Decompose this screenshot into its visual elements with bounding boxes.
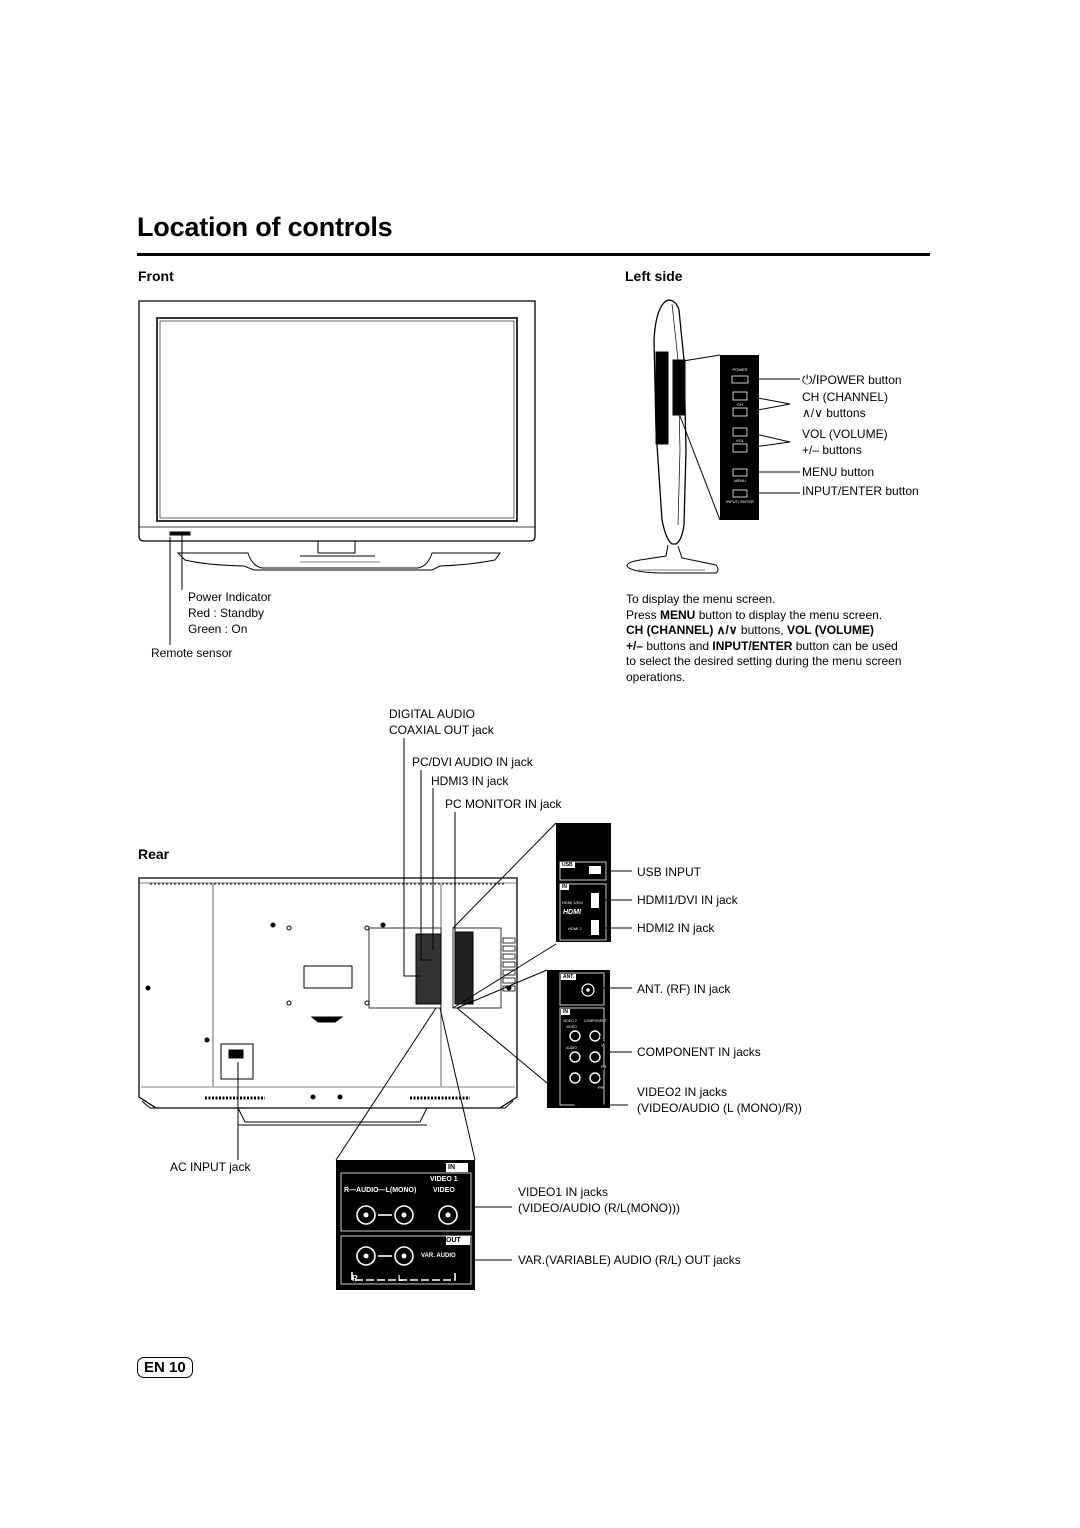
video1-panel-label: VIDEO 1 [430,1176,458,1183]
digital-audio-label-1: DIGITAL AUDIO [389,707,476,721]
instr-line-1: To display the menu screen. [626,592,776,606]
r-panel-label: R [352,1274,358,1283]
hdmi1-label: HDMI1/DVI IN jack [637,893,738,907]
instr-line-4: +/– buttons and INPUT/ENTER button can b… [626,638,898,653]
video-small-label: VIDEO [566,1025,577,1029]
panel-vol-text: VOL [735,438,744,443]
hdmi2-label: HDMI2 IN jack [637,921,715,935]
remote-sensor-label: Remote sensor [151,646,233,660]
out-panel-label: OUT [446,1237,461,1244]
menu-instructions: To display the menu screen. Press MENU b… [626,592,936,685]
ch-channel-label: CH (CHANNEL) [802,390,889,404]
instr-line-6: operations. [626,669,686,684]
page-title: Location of controls [137,212,393,242]
vol-buttons-label: +/– buttons [802,443,862,457]
usb-input-label: USB INPUT [637,865,702,879]
front-tv-illustration [138,300,536,645]
power-symbol-icon: ⏻/I [802,372,820,387]
menu-button-label: MENU button [802,465,875,479]
usb-panel-label: USB [560,862,575,868]
hdmi1-dvi-panel-label: HDMI 1/DVI [562,900,584,905]
video1-label-2: (VIDEO/AUDIO (R/L(MONO))) [518,1201,680,1215]
pc-dvi-audio-label: PC/DVI AUDIO IN jack [412,755,533,769]
ant-label: ANT. (RF) IN jack [637,982,731,996]
instr-line-2: Press MENU button to display the menu sc… [626,607,883,622]
component-panel-label: COMPONENT [584,1019,607,1023]
instr-line-5: to select the desired setting during the… [626,654,902,668]
pb-label: PB [601,1064,607,1069]
in3-panel-label: IN [448,1164,455,1171]
pr-label: PR [598,1085,604,1090]
power-indicator-label: Power Indicator [188,590,272,604]
y-label: Y [601,1043,604,1048]
video1-label-1: VIDEO1 IN jacks [518,1185,609,1199]
component-label: COMPONENT IN jacks [637,1045,761,1059]
power-button-text: POWER button [819,373,902,387]
ch-buttons-label: ∧/∨ buttons [802,406,866,420]
title-rule [137,253,930,256]
front-heading: Front [138,268,174,284]
panel-ch-text: CH [737,402,743,407]
red-standby-label: Red : Standby [188,606,265,620]
left-side-illustration [626,299,800,574]
green-on-label: Green : On [188,622,248,636]
var-audio-panel-label: VAR. AUDIO [421,1253,456,1259]
panel-power-text: POWER [732,367,748,372]
l-panel-label: L [398,1274,403,1283]
left-side-heading: Left side [625,268,683,284]
video2-panel-label: VIDEO 2 [563,1019,577,1023]
video2-label-1: VIDEO2 IN jacks [637,1085,728,1099]
ac-input-label: AC INPUT jack [170,1160,251,1174]
video1-var-audio-panel [336,1160,512,1290]
var-audio-label: VAR.(VARIABLE) AUDIO (R/L) OUT jacks [518,1253,741,1267]
in-panel-label: IN [560,884,569,890]
pc-monitor-label: PC MONITOR IN jack [445,797,562,811]
digital-audio-label-2: COAXIAL OUT jack [389,723,494,737]
video-row-panel-label: VIDEO [433,1187,455,1194]
page-number-badge: EN 10 [137,1357,193,1378]
hdmi3-label: HDMI3 IN jack [431,774,509,788]
rear-tv-illustration [138,738,578,1161]
instr-line-3: CH (CHANNEL) ∧/∨ buttons, VOL (VOLUME) [626,623,875,637]
panel-input-text: INPUT/ ENTER [726,499,754,504]
audio-small-label: AUDIO [566,1046,578,1050]
power-button-label: ⏻/IPOWER button [802,372,902,388]
panel-menu-text: MENU [734,478,746,483]
ant-component-panel [547,970,632,1108]
in2-panel-label: IN [561,1009,570,1015]
usb-hdmi-panel [556,823,632,942]
hdmi-logo: HDMI [563,909,581,916]
audio-row-panel-label: R—AUDIO—L(MONO) [344,1187,417,1194]
video2-label-2: (VIDEO/AUDIO (L (MONO)/R)) [637,1101,802,1115]
vol-volume-label: VOL (VOLUME) [802,427,888,441]
rear-heading: Rear [138,846,170,862]
hdmi2-panel-label: HDMI 2 [568,926,582,931]
input-enter-button-label: INPUT/ENTER button [802,484,919,498]
ant-panel-label: ANT. [561,974,577,980]
